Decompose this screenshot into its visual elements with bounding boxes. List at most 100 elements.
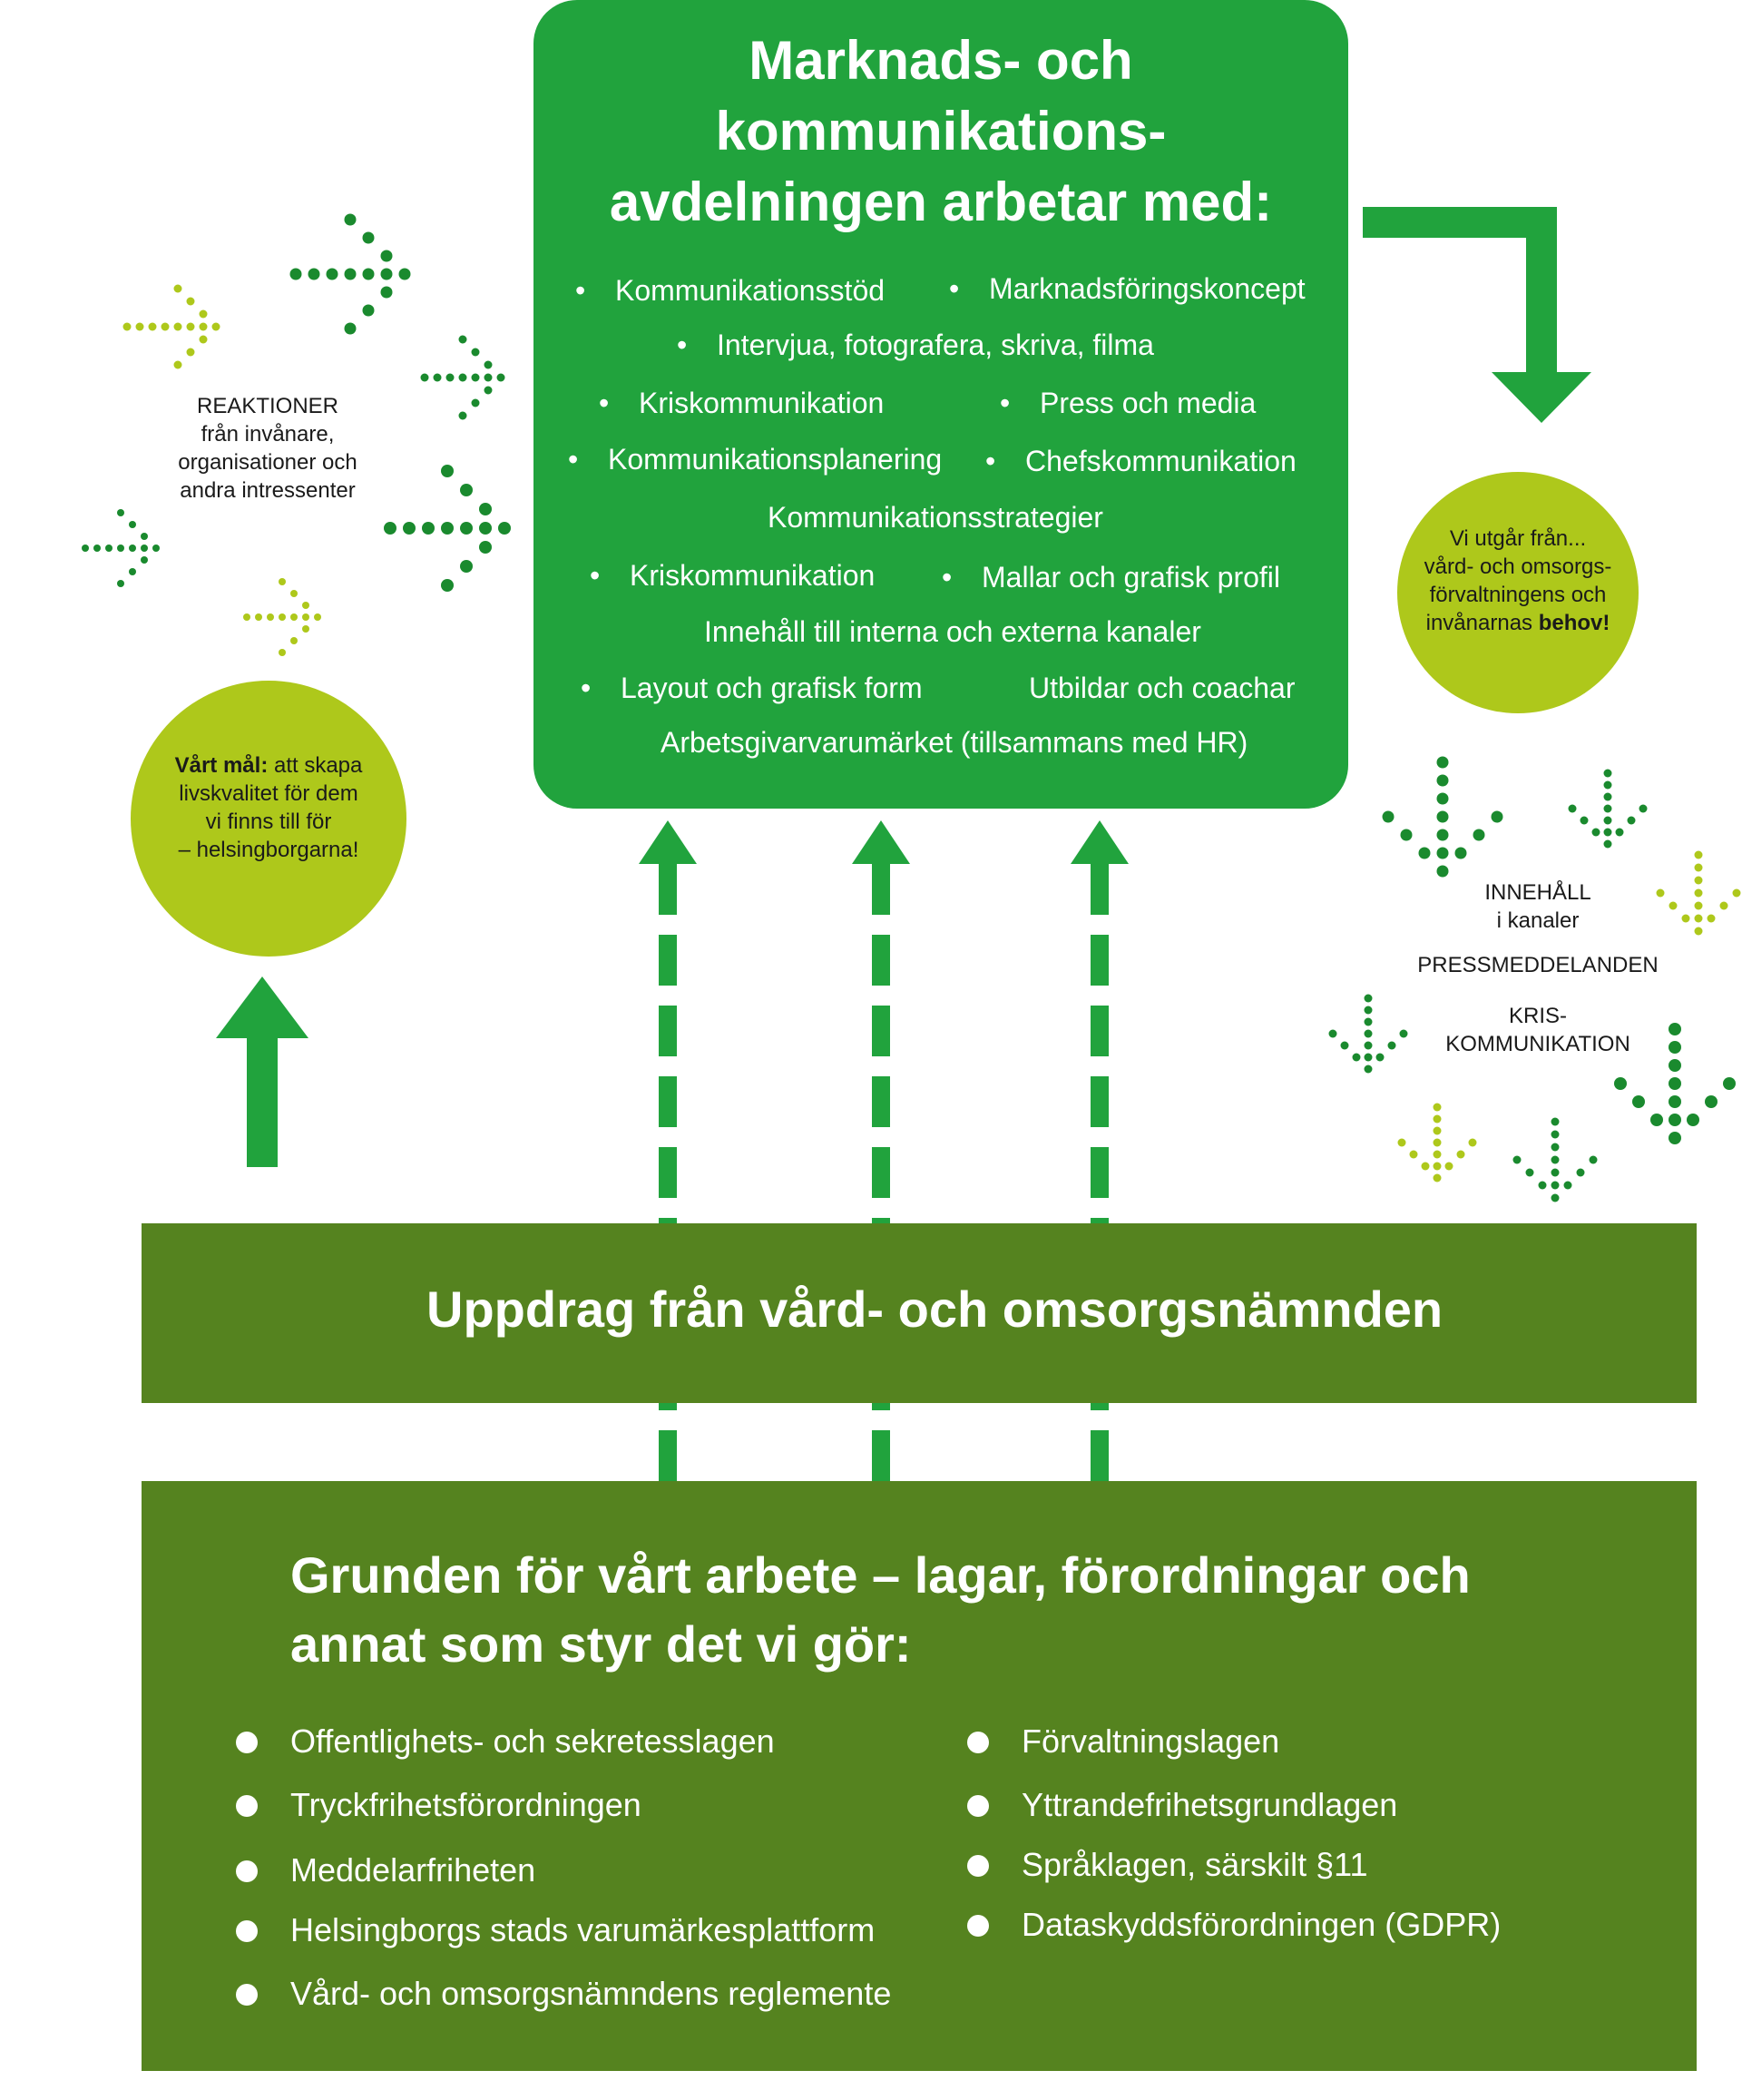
dotted-arrow-down-icon: [1568, 769, 1648, 849]
arrow-dot: [496, 373, 505, 382]
arrow-dot: [398, 268, 411, 280]
work-item: Kriskommunikation: [590, 559, 875, 593]
reactions-label-line: andra intressenter: [180, 478, 356, 503]
press-label: PRESSMEDDELANDEN: [1417, 953, 1659, 977]
arrow-dot: [1551, 1168, 1560, 1177]
arrow-dot: [289, 268, 302, 280]
elbow-arrow-horizontal: [1363, 207, 1557, 238]
arrow-dot: [1591, 828, 1600, 837]
arrow-dot: [1551, 1130, 1560, 1139]
arrow-dot: [479, 541, 492, 554]
arrow-dot: [173, 322, 182, 331]
work-item: Arbetsgivarvarumärket (tillsammans med H…: [661, 726, 1248, 759]
arrow-dot: [1603, 780, 1612, 790]
arrow-dot: [471, 398, 480, 407]
arrow-dot: [314, 613, 321, 621]
arrow-dot: [290, 590, 298, 597]
arrow-dot: [1364, 1053, 1373, 1062]
up-arrow-shaft: [247, 1025, 278, 1167]
arrow-dot: [302, 602, 309, 609]
arrow-dot: [1603, 828, 1612, 837]
arrow-dot: [1694, 863, 1703, 872]
arrow-dot: [1603, 839, 1612, 849]
arrow-dot: [1375, 1053, 1385, 1062]
foundation-title-line: annat som styr det vi gör:: [290, 1615, 912, 1673]
content-label-line: i kanaler: [1496, 908, 1580, 933]
arrow-dot: [458, 335, 467, 344]
crisis-label-line: KRIS-: [1508, 1004, 1567, 1028]
arrow-dot: [1589, 1155, 1598, 1164]
arrow-dot: [1436, 810, 1449, 823]
arrow-dot: [1615, 828, 1624, 837]
arrow-dot: [1603, 804, 1612, 813]
arrow-dot: [441, 522, 454, 535]
arrow-dot: [1433, 1103, 1442, 1112]
law-item: Förvaltningslagen: [967, 1722, 1279, 1761]
arrow-dot: [1473, 829, 1485, 841]
arrow-dot: [141, 545, 148, 552]
arrow-dot: [1627, 816, 1636, 825]
arrow-dot: [1468, 1138, 1477, 1147]
arrow-dot: [1340, 1041, 1349, 1050]
arrow-dot: [1687, 1114, 1699, 1126]
arrow-dot: [1436, 847, 1449, 859]
arrow-dot: [441, 579, 454, 592]
arrow-dot: [1456, 1150, 1465, 1159]
dotted-arrow-down-icon: [1397, 1103, 1477, 1182]
arrow-dot: [199, 322, 208, 331]
bullet-icon: [967, 1795, 989, 1817]
arrow-dot: [498, 522, 511, 535]
work-item: Layout och grafisk form: [581, 672, 923, 705]
arrow-dot: [161, 322, 170, 331]
arrow-dot: [290, 613, 298, 621]
arrow-dot: [362, 304, 375, 317]
arrow-dot: [344, 322, 357, 335]
needs-text-line: förvaltningens och: [1429, 583, 1607, 607]
goal-text-line: Vårt mål: att skapa: [131, 751, 406, 780]
arrow-dot: [302, 613, 309, 621]
bullet-icon: [967, 1855, 989, 1877]
dashed-arrow-segment: [659, 1076, 677, 1127]
work-item: Press och media: [1000, 387, 1256, 420]
arrow-dot: [1436, 792, 1449, 805]
arrow-dot: [479, 522, 492, 535]
arrow-dot: [1436, 756, 1449, 769]
arrow-dot: [173, 360, 182, 369]
arrow-dot: [380, 250, 393, 262]
needs-text-line: invånarnas behov!: [1397, 609, 1639, 637]
arrow-dot: [1433, 1138, 1442, 1147]
needs-text: Vi utgår från... vård- och omsorgs- förv…: [1397, 525, 1639, 637]
arrow-dot: [1399, 1029, 1408, 1038]
arrow-dot: [1669, 1114, 1681, 1126]
assignment-title: Uppdrag från vård- och omsorgsnämnden: [426, 1281, 1444, 1338]
arrow-dot: [141, 556, 148, 564]
goal-rest: att skapa: [268, 753, 363, 778]
arrow-dot: [484, 360, 493, 369]
dotted-arrow-down-icon: [1656, 850, 1741, 936]
department-title-line: Marknads- och: [749, 30, 1133, 91]
arrow-dot: [1352, 1053, 1361, 1062]
bullet-icon: [236, 1984, 258, 2006]
dotted-arrow-right-icon: [420, 335, 505, 420]
dashed-arrow-segment: [1091, 1076, 1109, 1127]
arrow-dot: [1525, 1168, 1534, 1177]
arrow-dot: [117, 545, 124, 552]
arrow-dot: [211, 322, 220, 331]
reactions-label-line: REAKTIONER: [196, 394, 339, 418]
arrow-dot: [1694, 850, 1703, 859]
dashed-arrow-segment: [1091, 864, 1109, 915]
arrow-dot: [1723, 1077, 1736, 1090]
arrow-dot: [1433, 1173, 1442, 1182]
arrow-dot: [1632, 1095, 1645, 1108]
bullet-icon: [236, 1732, 258, 1753]
dashed-arrow-segment: [659, 1430, 677, 1481]
work-item: Chefskommunikation: [985, 445, 1297, 478]
bullet-icon: [967, 1915, 989, 1937]
arrow-dot: [1397, 1138, 1406, 1147]
arrow-dot: [1669, 1059, 1681, 1072]
arrow-dot: [1694, 927, 1703, 936]
arrow-dot: [420, 373, 429, 382]
arrow-dot: [122, 322, 132, 331]
reactions-label: REAKTIONER från invånare, organisationer…: [145, 392, 390, 505]
dotted-arrow-down-icon: [1512, 1117, 1598, 1202]
